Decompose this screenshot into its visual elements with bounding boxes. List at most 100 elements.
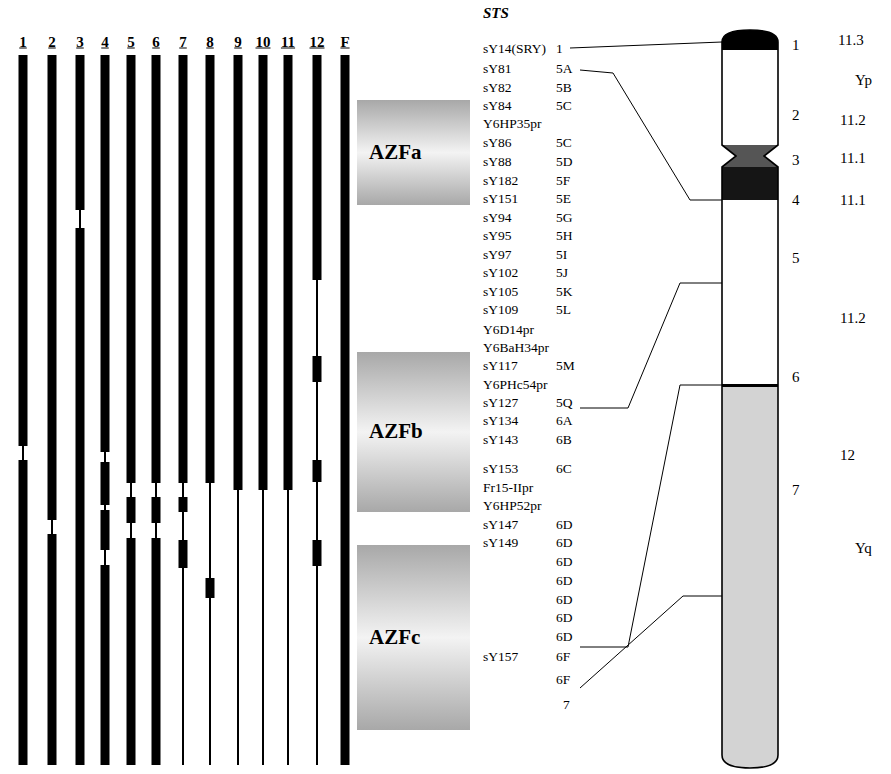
present-segment bbox=[179, 55, 188, 483]
deleted-segment bbox=[22, 446, 24, 460]
present-segment bbox=[259, 55, 268, 490]
band-code: 6A bbox=[556, 414, 573, 428]
deleted-segment bbox=[104, 550, 106, 565]
deleted-segment bbox=[79, 210, 81, 228]
band-number: 4 bbox=[792, 193, 800, 208]
present-segment bbox=[127, 538, 136, 765]
present-segment bbox=[152, 538, 161, 765]
arm-label: Yp bbox=[855, 73, 872, 88]
present-segment bbox=[313, 460, 322, 482]
band-number: 2 bbox=[792, 108, 800, 123]
column-number: 8 bbox=[206, 35, 214, 50]
column-number: 7 bbox=[179, 35, 187, 50]
present-segment bbox=[284, 55, 293, 490]
deleted-segment bbox=[104, 505, 106, 510]
sts-marker: Fr15-IIpr bbox=[483, 481, 533, 495]
band-code: 5L bbox=[556, 303, 571, 317]
band-code: 5D bbox=[556, 155, 573, 169]
leader-line bbox=[580, 70, 722, 200]
sts-marker: sY97 bbox=[483, 248, 512, 262]
band-number: 3 bbox=[792, 153, 800, 168]
band-code: 5I bbox=[556, 248, 567, 262]
chromosome-bands bbox=[715, 25, 785, 774]
azf-region: AZFa bbox=[357, 100, 470, 205]
column-number: 1 bbox=[19, 35, 27, 50]
present-segment bbox=[127, 497, 136, 523]
present-segment bbox=[76, 228, 85, 765]
band-code: 5F bbox=[556, 174, 570, 188]
band-code: 6D bbox=[556, 555, 573, 569]
present-segment bbox=[101, 565, 110, 765]
deletion-column bbox=[234, 55, 243, 765]
chromosome-outline bbox=[722, 30, 778, 768]
sts-heading: STS bbox=[483, 6, 509, 21]
band-code: 6F bbox=[556, 673, 570, 687]
band-number: 5 bbox=[792, 251, 800, 266]
band-code: 5K bbox=[556, 285, 573, 299]
band-label: 11.1 bbox=[840, 151, 866, 166]
sts-marker: sY86 bbox=[483, 136, 512, 150]
sts-marker: sY105 bbox=[483, 285, 518, 299]
present-segment bbox=[234, 55, 243, 490]
band-code: 6B bbox=[556, 433, 572, 447]
deletion-column bbox=[313, 55, 322, 765]
sts-marker: Y6HP52pr bbox=[483, 499, 542, 513]
deleted-segment bbox=[316, 482, 318, 540]
sts-marker: Y6BaH34pr bbox=[483, 341, 549, 355]
deletion-column bbox=[341, 55, 350, 765]
present-segment bbox=[127, 55, 136, 483]
deletion-column bbox=[127, 55, 136, 765]
present-segment bbox=[76, 55, 85, 210]
sts-marker: Y6HP35pr bbox=[483, 117, 542, 131]
present-segment bbox=[101, 55, 110, 452]
sts-marker: sY149 bbox=[483, 536, 518, 550]
band-fill bbox=[715, 200, 785, 384]
band-code: 5A bbox=[556, 62, 573, 76]
band-code: 6D bbox=[556, 611, 573, 625]
sts-marker: sY134 bbox=[483, 414, 518, 428]
leader-line bbox=[570, 42, 722, 48]
band-code: 6C bbox=[556, 462, 572, 476]
deleted-segment bbox=[104, 452, 106, 462]
band-label: 11.2 bbox=[840, 113, 866, 128]
column-number: 10 bbox=[256, 35, 271, 50]
band-fill bbox=[715, 50, 785, 145]
band-code: 6D bbox=[556, 536, 573, 550]
deleted-segment bbox=[130, 523, 132, 538]
sts-marker: sY82 bbox=[483, 81, 512, 95]
band-code: 7 bbox=[563, 698, 570, 712]
sts-marker: sY143 bbox=[483, 433, 518, 447]
column-number: 5 bbox=[127, 35, 135, 50]
deleted-segment bbox=[316, 382, 318, 460]
band-code: 6D bbox=[556, 593, 573, 607]
present-segment bbox=[341, 55, 350, 765]
deletion-column bbox=[19, 55, 28, 765]
band-fill bbox=[715, 25, 785, 50]
deleted-segment bbox=[209, 483, 211, 578]
deletion-column bbox=[206, 55, 215, 765]
present-segment bbox=[206, 55, 215, 483]
deletion-column bbox=[152, 55, 161, 765]
deletion-column bbox=[259, 55, 268, 765]
deleted-segment bbox=[287, 490, 289, 765]
column-number: 2 bbox=[48, 35, 56, 50]
column-number: 12 bbox=[310, 35, 325, 50]
deleted-segment bbox=[237, 490, 239, 765]
deleted-segment bbox=[316, 280, 318, 356]
present-segment bbox=[19, 55, 28, 446]
region-label: AZFc bbox=[369, 626, 420, 649]
deletion-column bbox=[179, 55, 188, 765]
leader-lines bbox=[570, 42, 722, 688]
sts-marker: Y6PHc54pr bbox=[483, 378, 548, 392]
present-segment bbox=[101, 510, 110, 550]
sts-marker: sY102 bbox=[483, 266, 518, 280]
leader-line bbox=[580, 596, 722, 688]
column-number: 3 bbox=[76, 35, 84, 50]
deleted-segment bbox=[182, 512, 184, 540]
band-code: 5G bbox=[556, 211, 573, 225]
deleted-segment bbox=[262, 490, 264, 765]
sts-marker: Y6D14pr bbox=[483, 323, 534, 337]
band-number: 1 bbox=[792, 38, 800, 53]
sts-marker: sY95 bbox=[483, 229, 512, 243]
sts-marker: sY147 bbox=[483, 518, 518, 532]
